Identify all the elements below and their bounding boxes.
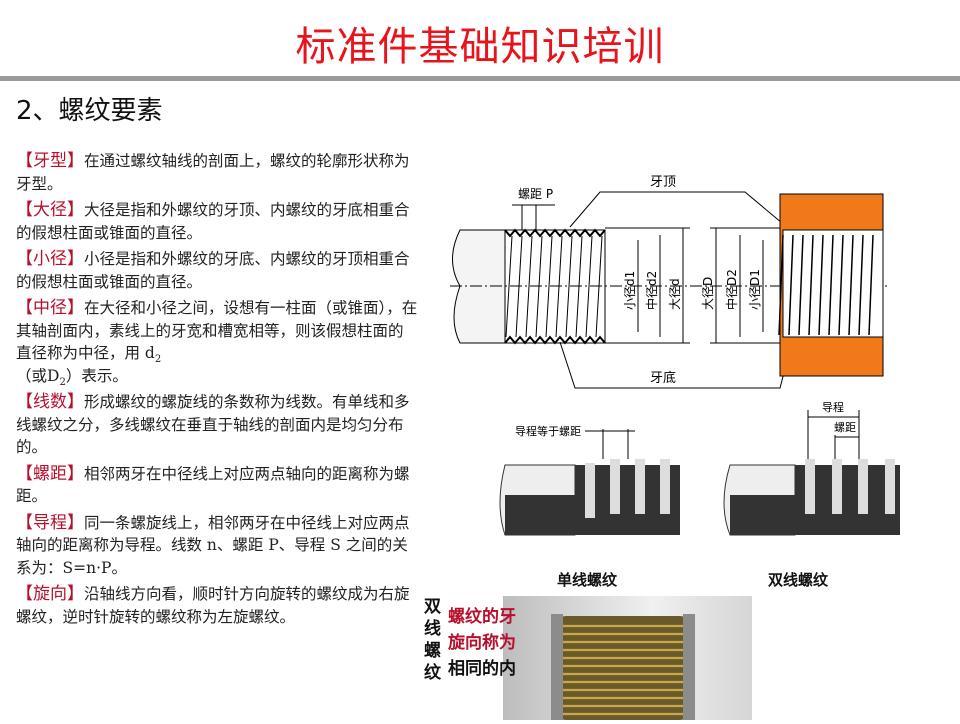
double-thread-image (723, 459, 900, 536)
definition: 大径是指和外螺纹的牙顶、内螺纹的牙底相重合的假想柱面或锥面的直径。 (16, 201, 410, 242)
overlapping-red-text: 螺纹的牙 旋向称为 相同的内 (448, 604, 516, 682)
definition: 相邻两牙在中径线上对应两点轴向的距离称为螺距。 (16, 464, 410, 506)
threaded-nut-render (503, 596, 752, 720)
term: 【牙型】 (16, 151, 84, 171)
definition-handedness: 【旋向】沿轴线方向看，顺时针方向旋转的螺纹成为右旋螺纹，逆时针旋转的螺纹称为左旋… (16, 583, 418, 628)
root-label: 牙底 (650, 370, 676, 386)
crest-label: 牙顶 (650, 175, 676, 190)
overlay-line: 相同的内 (448, 659, 516, 679)
definition-thread-form: 【牙型】在通过螺纹轴线的剖面上，螺纹的轮廓形状称为牙型。 (16, 150, 418, 195)
overlay-line: 旋向称为 (448, 633, 516, 653)
section-title: 2、螺纹要素 (16, 96, 163, 126)
pitch-d2-label: 中径d2 (644, 271, 659, 310)
definition-minor-diameter: 【小径】小径是指和外螺纹的牙底、内螺纹的牙顶相重合的假想柱面或锥面的直径。 (16, 248, 418, 293)
overlapping-vertical-text: 双线螺纹 (424, 597, 441, 683)
double-thread-caption: 双线螺纹 (768, 571, 829, 589)
term: 【小径】 (16, 249, 84, 269)
pitch-label: 螺距 (834, 421, 856, 434)
single-double-thread-figure: 导程等于螺距 导程 螺距 (499, 401, 900, 536)
definition-starts: 【线数】形成螺纹的螺旋线的条数称为线数。有单线和多线螺纹之分，多线螺纹在垂直于轴… (16, 391, 418, 459)
definition: 在大径和小径之间，设想有一柱面（或锥面），在其轴剖面内，素线上的牙宽和槽宽相等，… (16, 299, 418, 362)
single-thread-caption: 单线螺纹 (557, 571, 618, 589)
subscript: 2 (59, 376, 66, 388)
definition: ）表示。 (65, 366, 128, 385)
single-thread-image (499, 459, 680, 536)
definition: 形成螺纹的螺旋线的条数称为线数。有单线和多线螺纹之分，多线螺纹在垂直于轴线的剖面… (16, 393, 410, 456)
subscript: 2 (154, 354, 162, 366)
definition-pitch-diameter: 【中径】在大径和小径之间，设想有一柱面（或锥面），在其轴剖面内，素线上的牙宽和槽… (16, 297, 418, 387)
definition: 沿轴线方向看，顺时针方向旋转的螺纹成为右旋螺纹，逆时针旋转的螺纹称为左旋螺纹。 (16, 585, 410, 626)
term: 【线数】 (16, 392, 84, 412)
lead-equals-pitch-label: 导程等于螺距 (515, 424, 581, 438)
definition: 在通过螺纹轴线的剖面上，螺纹的轮廓形状称为牙型。 (16, 152, 410, 193)
minor-D1-label: 小径D1 (748, 269, 762, 310)
term: 【旋向】 (16, 584, 84, 604)
definition-pitch: 【螺距】相邻两牙在中径线上对应两点轴向的距离称为螺距。 (16, 463, 418, 508)
term: 【导程】 (16, 512, 84, 533)
thread-diameter-diagram: 螺距 P 牙顶 牙底 小径d1 中径d2 大径d 大径D 中径D2 小径D1 (450, 175, 890, 389)
definitions: 【牙型】在通过螺纹轴线的剖面上，螺纹的轮廓形状称为牙型。 【大径】大径是指和外螺… (16, 150, 418, 632)
definition: 小径是指和外螺纹的牙底、内螺纹的牙顶相重合的假想柱面或锥面的直径。 (16, 250, 410, 291)
definition-major-diameter: 【大径】大径是指和外螺纹的牙顶、内螺纹的牙底相重合的假想柱面或锥面的直径。 (16, 199, 418, 244)
major-d-label: 大径d (668, 278, 682, 310)
term: 【螺距】 (16, 463, 84, 484)
minor-d1-label: 小径d1 (623, 271, 637, 310)
major-D-label: 大径D (701, 277, 715, 310)
term: 【大径】 (16, 200, 84, 220)
definition: 同一条螺旋线上，相邻两牙在中径线上对应两点轴向的距离称为导程。线数 n、螺距 P… (16, 513, 410, 577)
lead-label: 导程 (822, 401, 844, 414)
pitch-D2-label: 中径D2 (724, 269, 739, 310)
definition-lead: 【导程】同一条螺旋线上，相邻两牙在中径线上对应两点轴向的距离称为导程。线数 n、… (16, 512, 418, 580)
slide-title: 标准件基础知识培训 (295, 24, 665, 70)
definition: （或D (16, 366, 60, 385)
nut-image (551, 614, 695, 720)
overlay-line: 螺纹的牙 (448, 607, 516, 627)
term: 【中径】 (16, 298, 84, 318)
pitch-label: 螺距 P (518, 187, 553, 201)
divider (0, 76, 960, 81)
